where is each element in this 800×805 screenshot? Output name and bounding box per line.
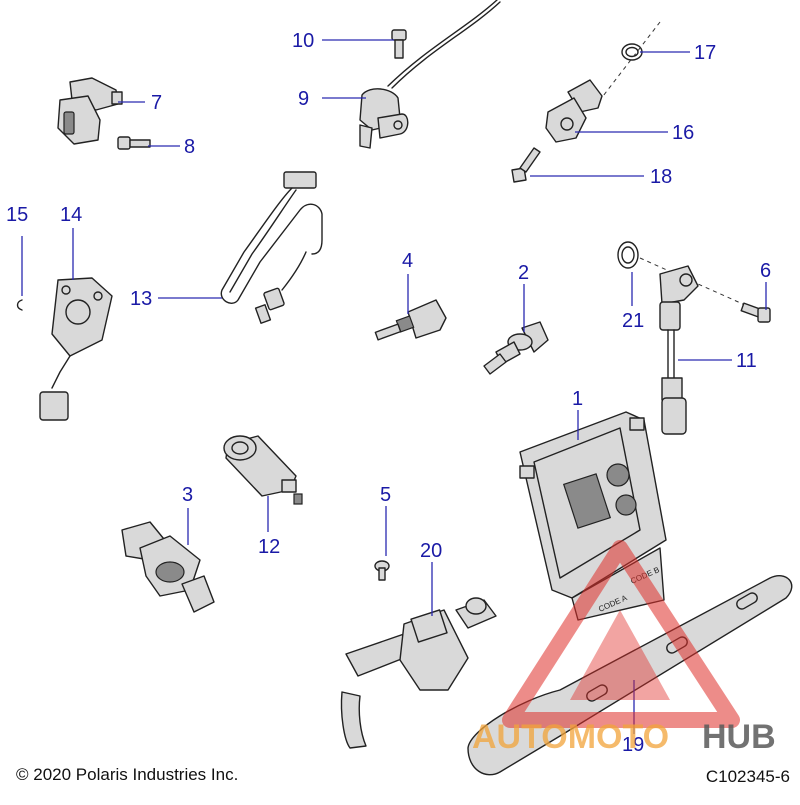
part-11-sensor — [659, 265, 699, 435]
callout-16: 16 — [672, 122, 694, 144]
part-13-temp-sensor — [220, 171, 323, 324]
callout-21: 21 — [622, 310, 644, 332]
callout-13: 13 — [130, 288, 152, 310]
callout-4: 4 — [402, 250, 413, 272]
part-4-sensor — [374, 299, 447, 341]
part-2-sensor — [483, 321, 549, 375]
copyright-notice: © 2020 Polaris Industries Inc. — [16, 765, 239, 784]
callout-11: 11 — [736, 350, 757, 372]
callout-2: 2 — [518, 262, 529, 284]
callout-7: 7 — [151, 92, 162, 114]
callout-15: 15 — [6, 204, 28, 226]
part-15-clip — [16, 299, 23, 311]
part-10-bolt — [391, 29, 407, 59]
callout-12: 12 — [258, 536, 280, 558]
part-1-ecu: CODE A CODE B — [519, 411, 667, 621]
callout-10: 10 — [292, 30, 314, 52]
part-18-bolt — [511, 147, 541, 183]
part-17-o-ring — [621, 43, 643, 61]
part-14-tps — [39, 277, 113, 421]
callout-14: 14 — [60, 204, 82, 226]
callout-17: 17 — [694, 42, 716, 64]
callout-5: 5 — [380, 484, 391, 506]
part-3-switch — [121, 521, 215, 613]
part-12-actuator — [223, 435, 303, 505]
part-20-valve — [340, 597, 497, 749]
part-5-screw — [374, 560, 390, 581]
callout-19: 19 — [622, 734, 644, 756]
part-9-sensor — [359, 0, 501, 149]
callout-9: 9 — [298, 88, 309, 110]
diagram-code: C102345-6 — [705, 767, 790, 786]
part-7-map-sensor — [57, 77, 123, 145]
part-8-bolt — [117, 136, 151, 150]
callout-3: 3 — [182, 484, 193, 506]
callout-6: 6 — [760, 260, 771, 282]
leader-lines — [21, 39, 767, 734]
callout-1: 1 — [572, 388, 583, 410]
part-16-sensor — [545, 21, 661, 143]
callout-8: 8 — [184, 136, 195, 158]
callout-numbers: 10 9 7 8 17 16 18 15 14 13 4 2 21 6 11 1… — [6, 30, 771, 756]
callout-18: 18 — [650, 166, 672, 188]
part-6-bolt — [740, 302, 771, 323]
callout-20: 20 — [420, 540, 442, 562]
